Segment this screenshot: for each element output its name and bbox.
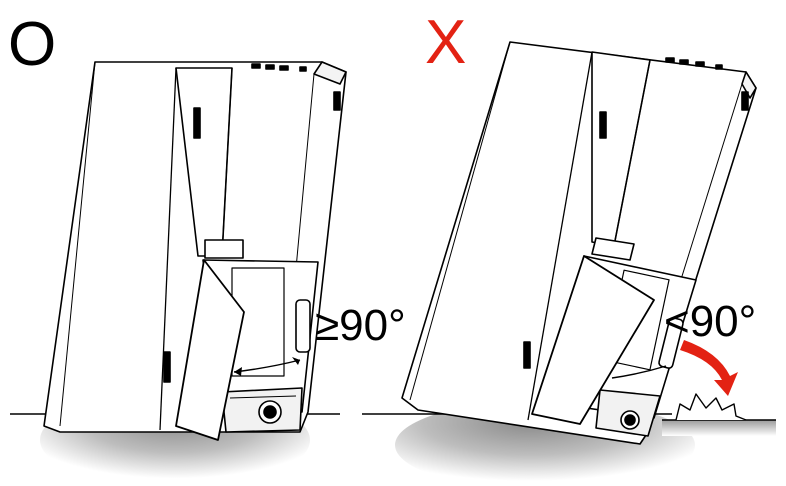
obstacle-bump: [662, 393, 776, 436]
incorrect-mark: X: [425, 8, 467, 77]
correct-setup: [10, 61, 347, 486]
kickstand-left: [175, 259, 245, 441]
correct-mark: O: [8, 10, 57, 79]
tip-over-arrow: [680, 340, 738, 396]
angle-arc-right: [611, 365, 667, 379]
angle-label-incorrect: <90°: [664, 297, 757, 346]
incorrect-setup: [362, 41, 776, 486]
kickstand-right: [531, 255, 655, 425]
angle-label-correct: ≥90°: [315, 301, 406, 350]
